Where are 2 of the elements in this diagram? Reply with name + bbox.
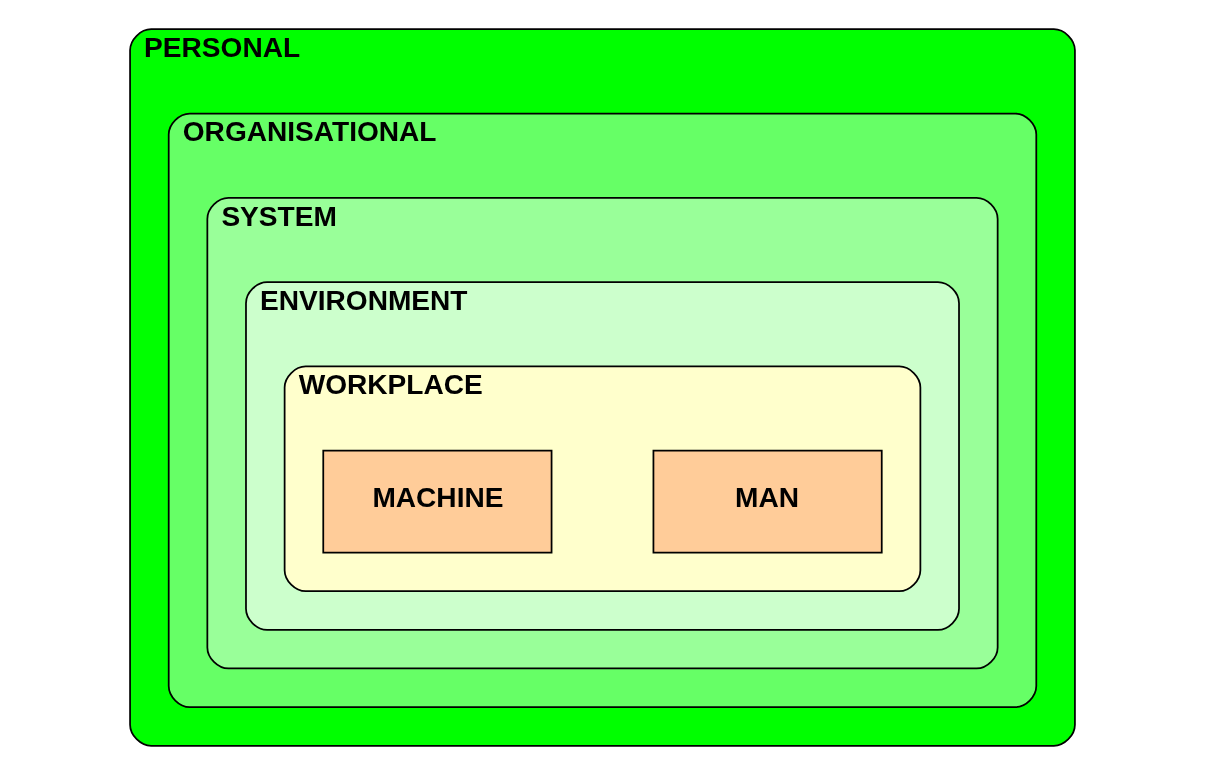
node-box: MAN [652, 449, 883, 554]
node-box: MACHINE [322, 449, 553, 554]
